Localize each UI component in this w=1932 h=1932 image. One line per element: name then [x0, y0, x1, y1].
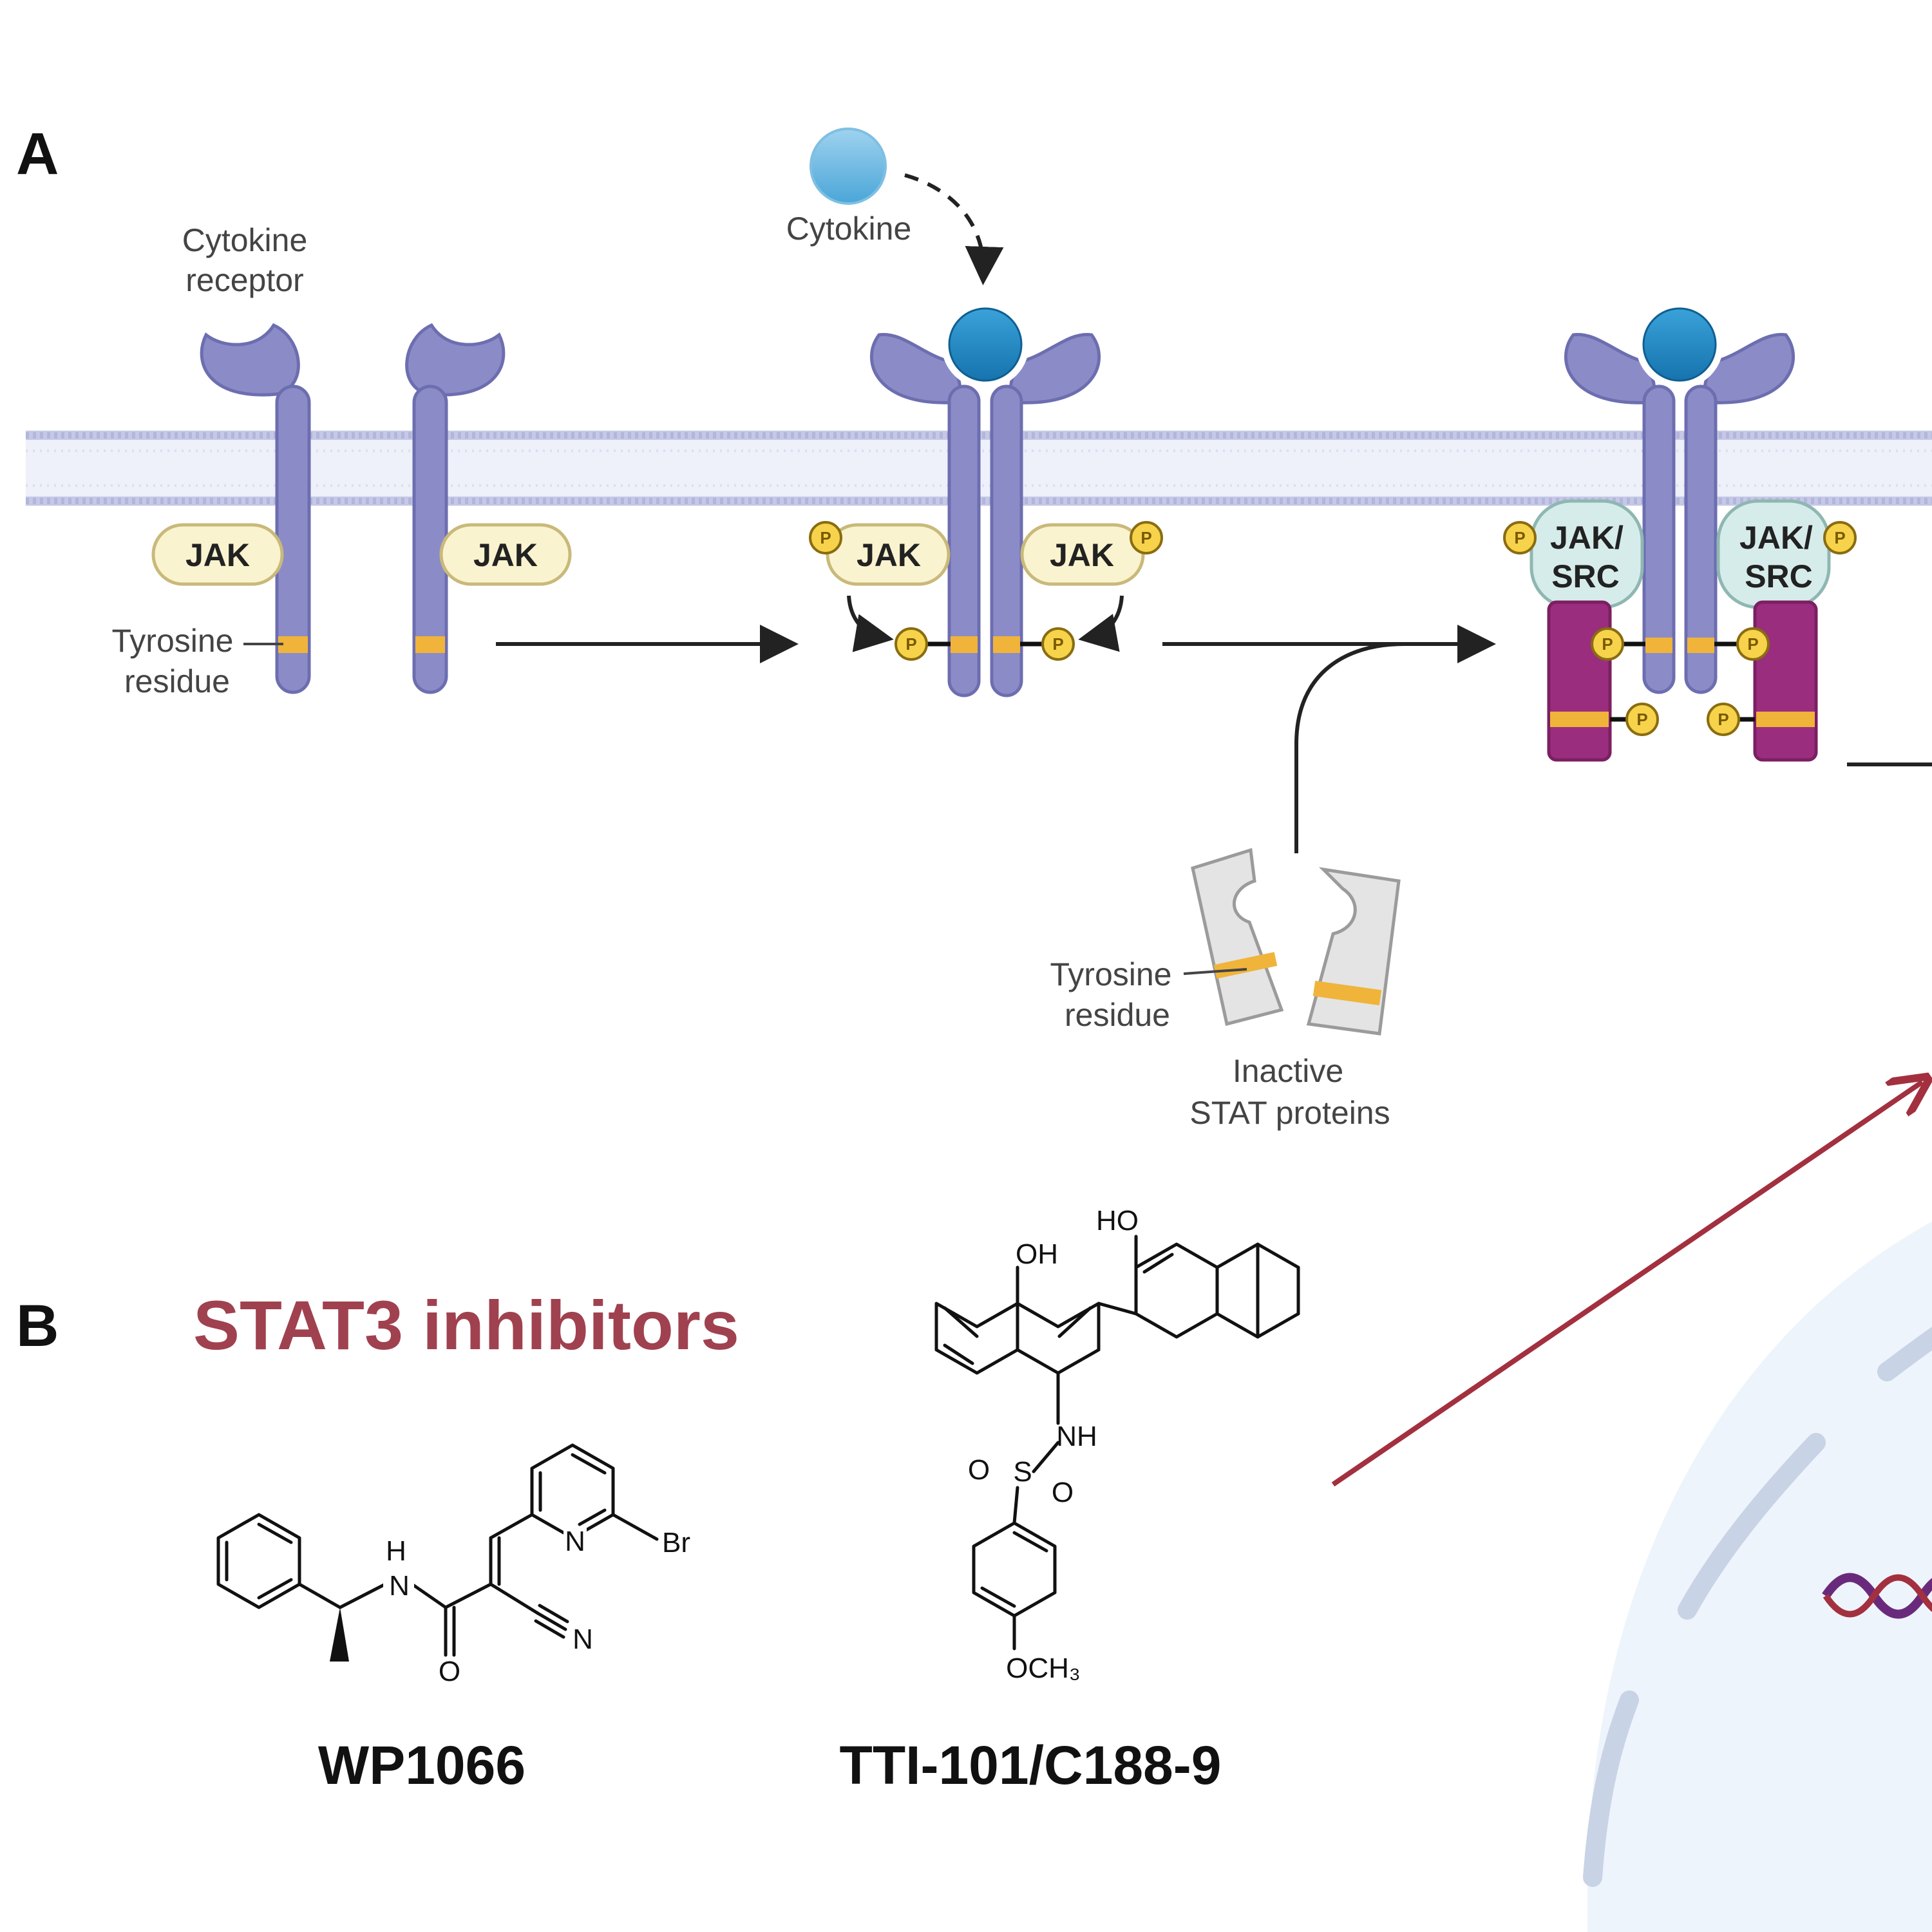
svg-text:Cytokine: Cytokine [182, 222, 308, 258]
svg-text:Cytokine: Cytokine [786, 211, 912, 247]
bound-receptor-dimer-2 [1564, 301, 1795, 694]
svg-text:O: O [1052, 1477, 1074, 1508]
svg-text:Inactive: Inactive [1233, 1053, 1343, 1089]
inactive-stat-label: Inactive STAT proteins [1189, 1053, 1390, 1131]
inhibition-arrow [1331, 1082, 1922, 1487]
tyrosine-residue-label-1: Tyrosine residue [112, 623, 283, 699]
svg-text:JAK/: JAK/ [1739, 520, 1813, 556]
wp1066-structure: H N O N Br N [216, 1443, 690, 1687]
bound-receptor-dimer-1 [869, 301, 1101, 697]
panel-label-b: B [16, 1293, 59, 1359]
svg-text:SRC: SRC [1745, 558, 1813, 594]
tyrosine-residue-label-2: Tyrosine residue [1050, 956, 1247, 1033]
jak-phosphorylated-right: JAK [1020, 521, 1163, 586]
jak-right: JAK [439, 523, 572, 586]
svg-text:N: N [389, 1570, 410, 1602]
jak-left: JAK [151, 523, 284, 586]
svg-text:S: S [1013, 1456, 1032, 1488]
svg-text:O: O [968, 1454, 990, 1486]
jak-phosphorylated-left: JAK [809, 521, 951, 586]
svg-text:OH: OH [1016, 1238, 1058, 1270]
svg-text:Tyrosine: Tyrosine [1050, 956, 1172, 992]
cytokine-receptor-left [200, 323, 311, 694]
jak-src-left: JAK/ SRC [1503, 499, 1644, 609]
jak-src-right: JAK/ SRC [1716, 499, 1857, 609]
svg-text:SRC: SRC [1551, 558, 1620, 594]
svg-text:JAK/: JAK/ [1550, 520, 1624, 556]
inactive-stat-right [1306, 867, 1401, 1036]
svg-text:JAK: JAK [1050, 537, 1114, 573]
svg-text:N: N [565, 1526, 585, 1557]
panel-label-a: A [16, 121, 59, 187]
stat-active-left [1547, 600, 1659, 762]
receptor-phosphorylation-2 [1591, 627, 1770, 661]
svg-text:JAK: JAK [857, 537, 921, 573]
tti-101-structure: HO OH NH S O O OCH₃ [934, 1205, 1300, 1684]
svg-text:OCH₃: OCH₃ [1006, 1653, 1081, 1684]
svg-text:HO: HO [1096, 1205, 1139, 1236]
svg-text:residue: residue [1065, 997, 1170, 1033]
cytokine-receptor-right [405, 323, 506, 694]
compound-name-wp1066: WP1066 [318, 1735, 526, 1795]
cytokine-receptor-label: Cytokine receptor [182, 222, 308, 298]
svg-text:JAK: JAK [185, 537, 250, 573]
free-cytokine: Cytokine [786, 128, 1004, 285]
svg-text:receptor: receptor [185, 262, 303, 298]
svg-text:O: O [439, 1656, 460, 1687]
receptor-phosphorylation-1 [847, 595, 1124, 661]
svg-text:N: N [573, 1624, 593, 1655]
stat-active-right [1707, 600, 1818, 762]
svg-text:H: H [386, 1535, 406, 1567]
svg-text:STAT proteins: STAT proteins [1189, 1095, 1390, 1131]
svg-text:NH: NH [1056, 1421, 1097, 1452]
stat3-inhibitors-title: STAT3 inhibitors [193, 1286, 739, 1364]
arrow-stat-recruitment [1294, 642, 1405, 853]
compound-name-tti-101: TTI-101/C188-9 [840, 1735, 1222, 1795]
inactive-stat-left [1191, 848, 1284, 1027]
svg-text:Tyrosine: Tyrosine [112, 623, 234, 659]
svg-text:JAK: JAK [473, 537, 538, 573]
svg-text:Br: Br [662, 1527, 690, 1558]
nucleus [1583, 1222, 1932, 1932]
svg-text:residue: residue [124, 663, 230, 699]
